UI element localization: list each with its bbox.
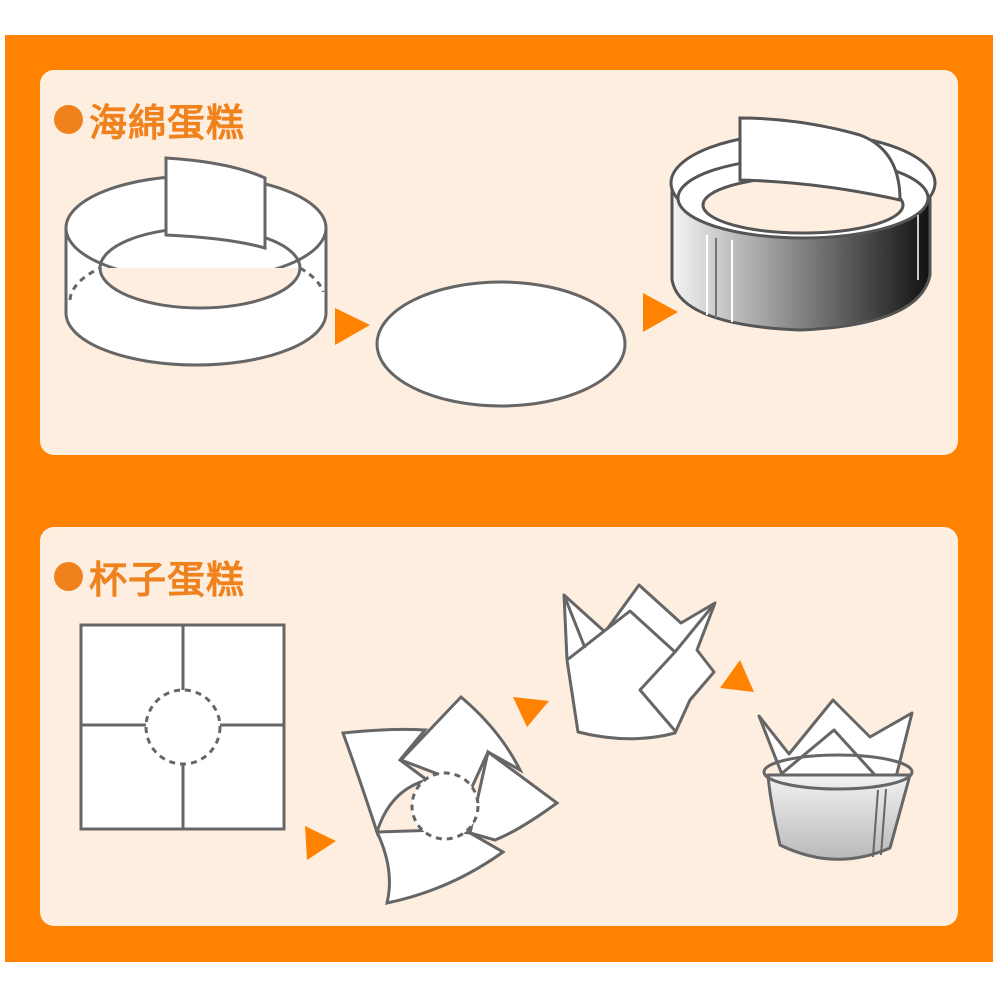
section-title-text: 海綿蛋糕 [89, 101, 246, 145]
square-sheet-cut-illustration [79, 623, 286, 831]
right-arrow-icon [305, 826, 336, 860]
folded-pinwheel-illustration [340, 694, 560, 905]
right-arrow-icon [335, 308, 370, 345]
round-base-sheet-illustration [375, 280, 627, 408]
up-arrow-icon [720, 660, 754, 692]
tulip-cup-illustration [562, 583, 717, 741]
ring-in-metal-mold-illustration [669, 116, 937, 332]
orange-dot-icon [54, 562, 83, 591]
section-title-text: 杯子蛋糕 [89, 558, 246, 602]
right-arrow-icon [643, 293, 678, 332]
section-title: 杯子蛋糕 [54, 549, 245, 604]
section-title: 海綿蛋糕 [54, 92, 245, 147]
tulip-cup-in-mold-illustration [757, 698, 914, 861]
paper-ring-strip-illustration [64, 156, 328, 367]
orange-dot-icon [54, 105, 83, 134]
right-arrow-icon [513, 697, 549, 727]
